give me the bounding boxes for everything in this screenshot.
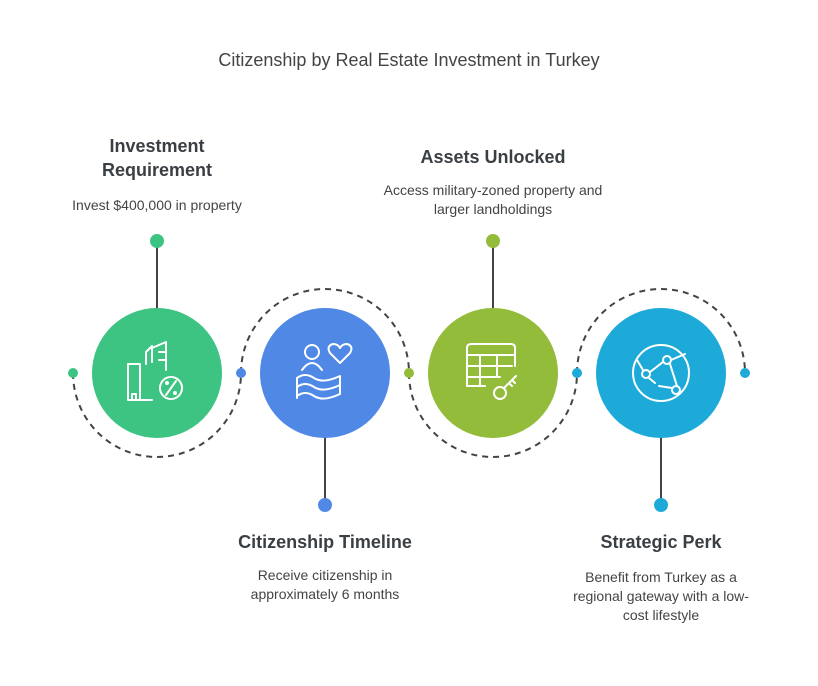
table-key-icon <box>466 343 517 400</box>
connector-arc <box>240 288 410 374</box>
connector-arc <box>72 372 242 458</box>
step-4-heading: Strategic Perk <box>600 532 722 552</box>
diagram-title: Citizenship by Real Estate Investment in… <box>218 50 600 70</box>
step-circle-3 <box>428 308 558 438</box>
connector-arc <box>576 288 746 374</box>
person-heart-flag-icon <box>296 343 353 400</box>
step-3-heading: Assets Unlocked <box>420 147 566 167</box>
step-2-description: Receive citizenship in approximately 6 m… <box>250 567 400 602</box>
connector-arc <box>408 372 578 458</box>
step-circle-4 <box>596 308 726 438</box>
step-circle-1 <box>92 308 222 438</box>
dots <box>68 234 750 512</box>
step-circle-2 <box>260 308 390 438</box>
step-1-description: Invest $400,000 in property <box>72 197 242 213</box>
globe-network-icon <box>632 344 690 402</box>
step-3-description: Access military-zoned property and large… <box>383 182 603 217</box>
step-1-heading: Investment Requirement <box>101 136 213 180</box>
step-2-heading: Citizenship Timeline <box>238 532 412 552</box>
building-percent-icon <box>127 341 183 401</box>
step-4-description: Benefit from Turkey as a regional gatewa… <box>573 569 749 623</box>
